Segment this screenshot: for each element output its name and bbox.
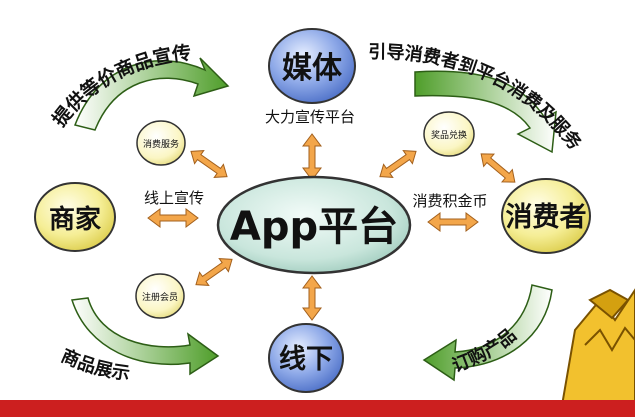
consumer-node: 消费者 <box>501 178 591 254</box>
double-arrow-service-platform <box>190 149 228 179</box>
register-member-node: 注册会员 <box>135 273 185 319</box>
edge-label-promote-power: 大力宣传平台 <box>265 108 355 126</box>
media-node: 媒体 <box>268 28 356 104</box>
bottom-bar <box>0 400 635 417</box>
consume-service-label: 消费服务 <box>143 138 179 150</box>
arc-arrow-bottom-left <box>71 297 220 376</box>
consume-service-node: 消费服务 <box>136 120 186 166</box>
double-arrow-merchant-platform <box>147 208 199 228</box>
offline-label: 线下 <box>279 344 333 375</box>
prize-exchange-node: 奖品兑换 <box>423 111 475 157</box>
double-arrow-prize-consumer <box>480 153 516 183</box>
arc-arrow-bottom-right <box>422 284 553 382</box>
double-arrow-platform-media <box>302 133 322 181</box>
double-arrow-member-platform <box>195 257 233 287</box>
arc-arrow-top-right <box>414 70 557 154</box>
media-label: 媒体 <box>282 51 343 86</box>
register-member-label: 注册会员 <box>142 291 178 303</box>
consumer-label: 消费者 <box>506 202 587 233</box>
merchant-node: 商家 <box>34 182 116 252</box>
edge-label-online-promo: 线上宣传 <box>144 189 204 207</box>
offline-node: 线下 <box>268 323 344 393</box>
double-arrow-prize-platform <box>379 149 417 179</box>
edge-label-points-currency: 消费积金币 <box>412 192 487 210</box>
prize-exchange-label: 奖品兑换 <box>431 129 467 141</box>
arc-arrow-top-left <box>73 57 230 131</box>
platform-label: App平台 <box>230 204 398 250</box>
double-arrow-platform-consumer <box>427 212 479 232</box>
money-bag-icon <box>558 288 635 417</box>
double-arrow-platform-offline <box>302 275 322 321</box>
platform-node: App平台 <box>216 175 412 275</box>
merchant-label: 商家 <box>49 204 101 235</box>
